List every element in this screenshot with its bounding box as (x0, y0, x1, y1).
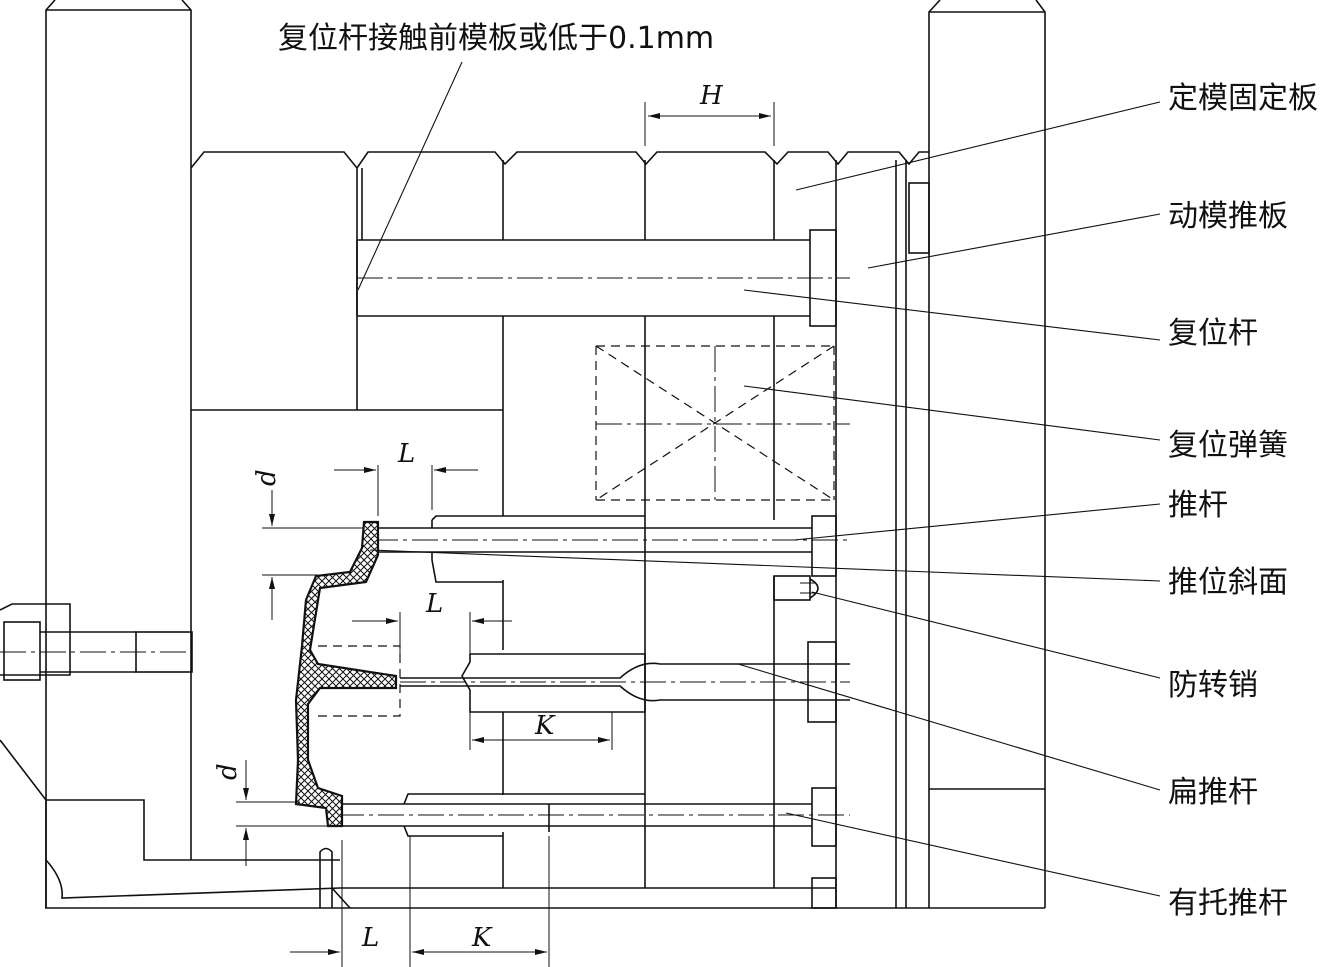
anti-rotation-pin (773, 575, 819, 601)
return-spring (595, 345, 850, 501)
return-pin (356, 229, 850, 327)
label-flat-ejector: 扁推杆 (1168, 775, 1258, 810)
label-push-bevel: 推位斜面 (1168, 565, 1288, 600)
label-moving-pusher-plate: 动模推板 (1168, 199, 1288, 234)
mold-plates (45, 151, 1045, 909)
dimension-L-bottom-label: L (361, 923, 379, 953)
dimension-K-middle-label: K (534, 711, 556, 741)
dimension-L-middle-label: L (425, 589, 443, 619)
label-anti-rotation-pin: 防转销 (1168, 668, 1258, 703)
flat-ejector (318, 641, 850, 723)
dimension-L-top: L (334, 439, 478, 516)
dimension-LK-bottom: L K (290, 836, 550, 967)
label-fixed-plate: 定模固定板 (1168, 81, 1318, 116)
left-guide-pillar (45, 0, 192, 908)
dimension-d-top: d (252, 469, 364, 620)
label-supported-ejector: 有托推杆 (1168, 886, 1288, 921)
leader-lines (357, 61, 1161, 897)
label-return-pin: 复位杆 (1168, 316, 1258, 351)
dimension-d-bottom-label: d (213, 763, 243, 780)
label-return-spring: 复位弹簧 (1168, 428, 1288, 463)
right-guide-pillar (928, 0, 1046, 908)
dimension-H: H (644, 81, 775, 146)
label-top-note: 复位杆接触前模板或低于0.1mm (278, 21, 714, 56)
dimension-d-bottom: d (213, 760, 328, 866)
callout-labels: 复位杆接触前模板或低于0.1mm 定模固定板 动模推板 复位杆 复位弹簧 推杆 … (278, 21, 1318, 921)
label-ejector-pin: 推杆 (1168, 488, 1228, 523)
product-part (294, 520, 398, 828)
ejector-pin (372, 515, 850, 583)
supported-ejector (338, 787, 850, 909)
dimension-d-top-label: d (252, 469, 282, 486)
dimension-L-middle: L (352, 589, 512, 654)
dimension-K-middle: K (469, 711, 613, 750)
dimension-H-label: H (699, 81, 724, 111)
dimension-K-bottom-label: K (471, 923, 493, 953)
dimension-L-top-label: L (397, 439, 415, 469)
left-lower-assembly (0, 603, 351, 909)
